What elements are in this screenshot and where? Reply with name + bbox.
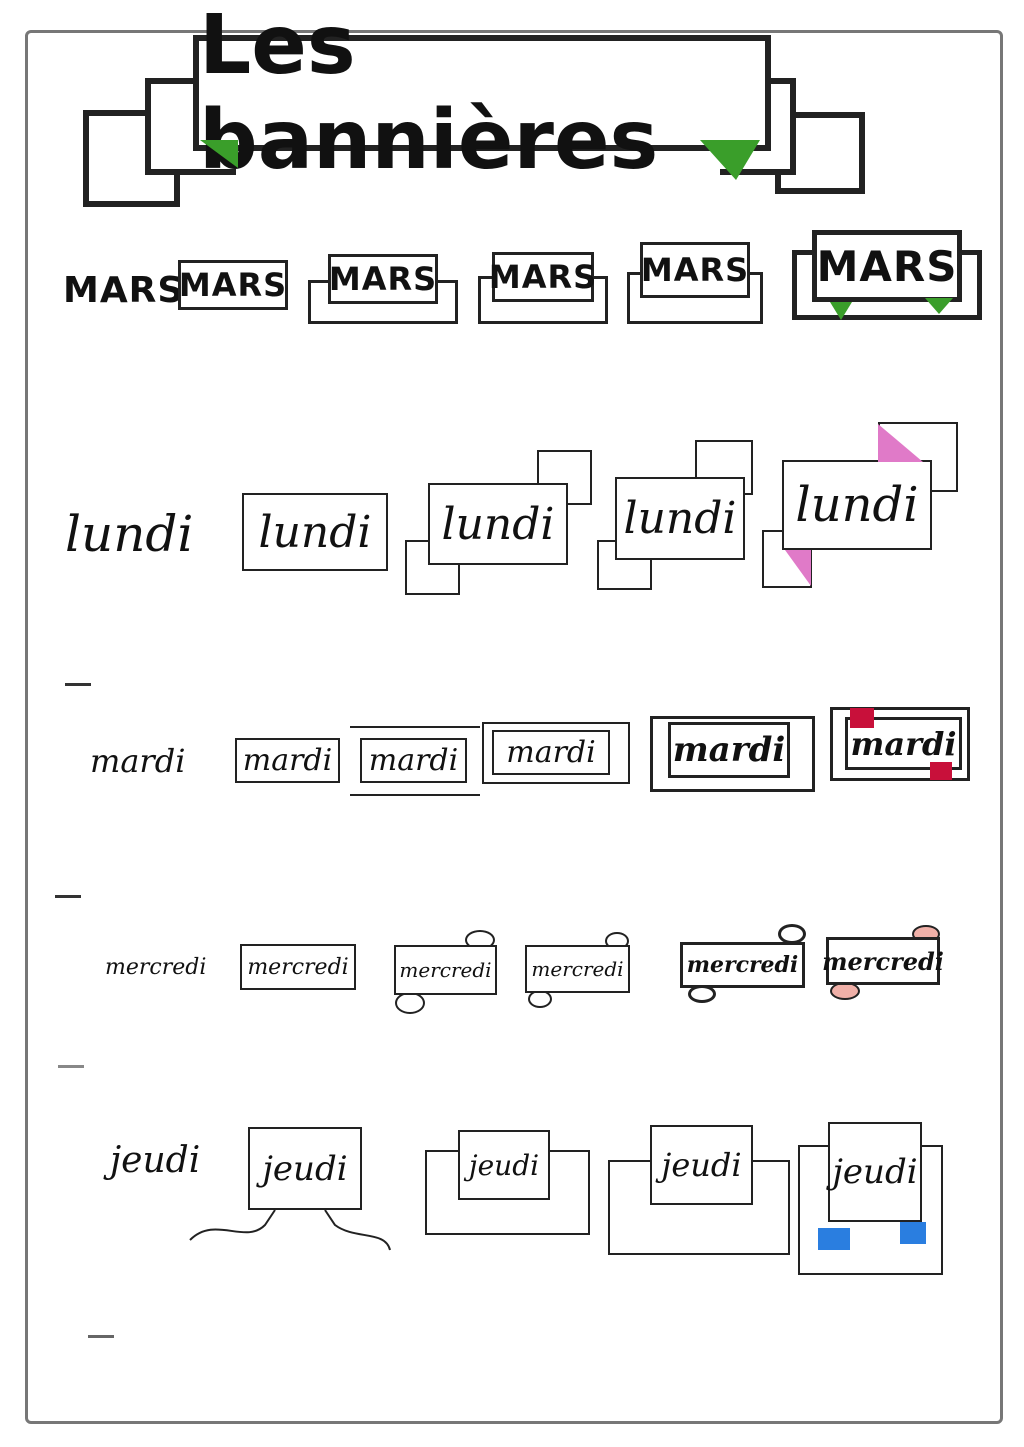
lundi-banner-1: lundi [242,493,388,571]
mercredi-banner-3: mercredi [525,945,630,993]
mardi-banner-2: mardi [360,738,467,783]
lundi-banner-4: lundi [782,460,932,550]
separator-dash [58,1065,84,1068]
mercredi-banner-4: mercredi [680,942,805,988]
jeudi-banner-2: jeudi [458,1130,550,1200]
mars-banner-4: MARS [640,242,750,298]
mardi-banner-3: mardi [492,730,610,775]
mercredi-banner-1: mercredi [240,944,356,990]
jeudi-banner-3: jeudi [650,1125,753,1205]
mars-banner-1: MARS [178,260,288,310]
blue-fold [818,1228,850,1250]
jeudi-banner-1: jeudi [248,1127,362,1210]
lundi-banner-3: lundi [615,477,745,560]
ribbon-waves [189,1209,391,1251]
red-fold [930,762,952,780]
page-title: Les bannières [193,0,771,188]
lundi-banner-2: lundi [428,483,568,565]
page-border [25,30,1003,1424]
mardi-plain: mardi [90,742,186,780]
separator-dash [88,1335,114,1338]
scroll-curl [778,924,806,944]
jeudi-banner-3-ribbon [608,1160,790,1255]
red-fold [850,708,874,728]
mars-banner-5: MARS [812,230,962,302]
mercredi-banner-2: mercredi [394,945,497,995]
lundi-plain: lundi [65,505,194,563]
mars-plain: MARS [63,270,185,311]
scroll-curl [395,992,425,1014]
mars-banner-2: MARS [328,254,438,304]
jeudi-plain: jeudi [110,1140,201,1181]
separator-dash [65,683,91,686]
mardi-banner-1: mardi [235,738,340,783]
mars-banner-3: MARS [489,252,596,302]
separator-dash [55,895,81,898]
mercredi-banner-5: mercredi [822,937,944,985]
jeudi-banner-4: jeudi [828,1122,922,1222]
mercredi-plain: mercredi [105,955,207,980]
mardi-banner-4: mardi [668,722,790,778]
blue-fold [900,1222,926,1244]
